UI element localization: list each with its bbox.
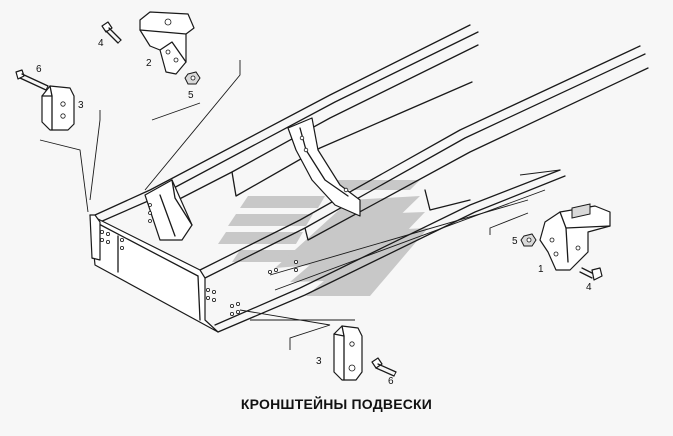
callout-1: 1 [538,264,544,275]
middle-crossmember [287,117,361,217]
callout-3-bottom: 3 [316,356,322,367]
callout-6-bottom: 6 [388,376,394,387]
rear-rail-end [424,189,471,211]
callout-6-left: 6 [36,64,42,75]
part-5-nut-top [184,71,201,85]
part-4-bolt-top [101,21,122,44]
callout-3-left: 3 [78,100,84,111]
leader-lines [39,60,561,350]
part-3-bracket-left [41,85,75,131]
front-crossmember [89,214,298,333]
callout-5-top: 5 [188,90,194,101]
callout-4-right: 4 [586,282,592,293]
mounted-front-bracket [144,179,193,241]
part-2-bracket [139,11,195,75]
callout-4-top: 4 [98,38,104,49]
part-4-bolt-right [579,267,603,281]
callout-5-right: 5 [512,236,518,247]
callout-2: 2 [146,58,152,69]
part-6-bolt-left [15,69,49,91]
part-3-bracket-bottom [333,325,363,381]
part-6-bolt-bottom [371,357,397,377]
part-5-nut-right [520,233,537,247]
diagram-caption: КРОНШТЕЙНЫ ПОДВЕСКИ [240,396,433,412]
part-1-bracket [539,203,611,271]
front-holes [100,229,298,316]
